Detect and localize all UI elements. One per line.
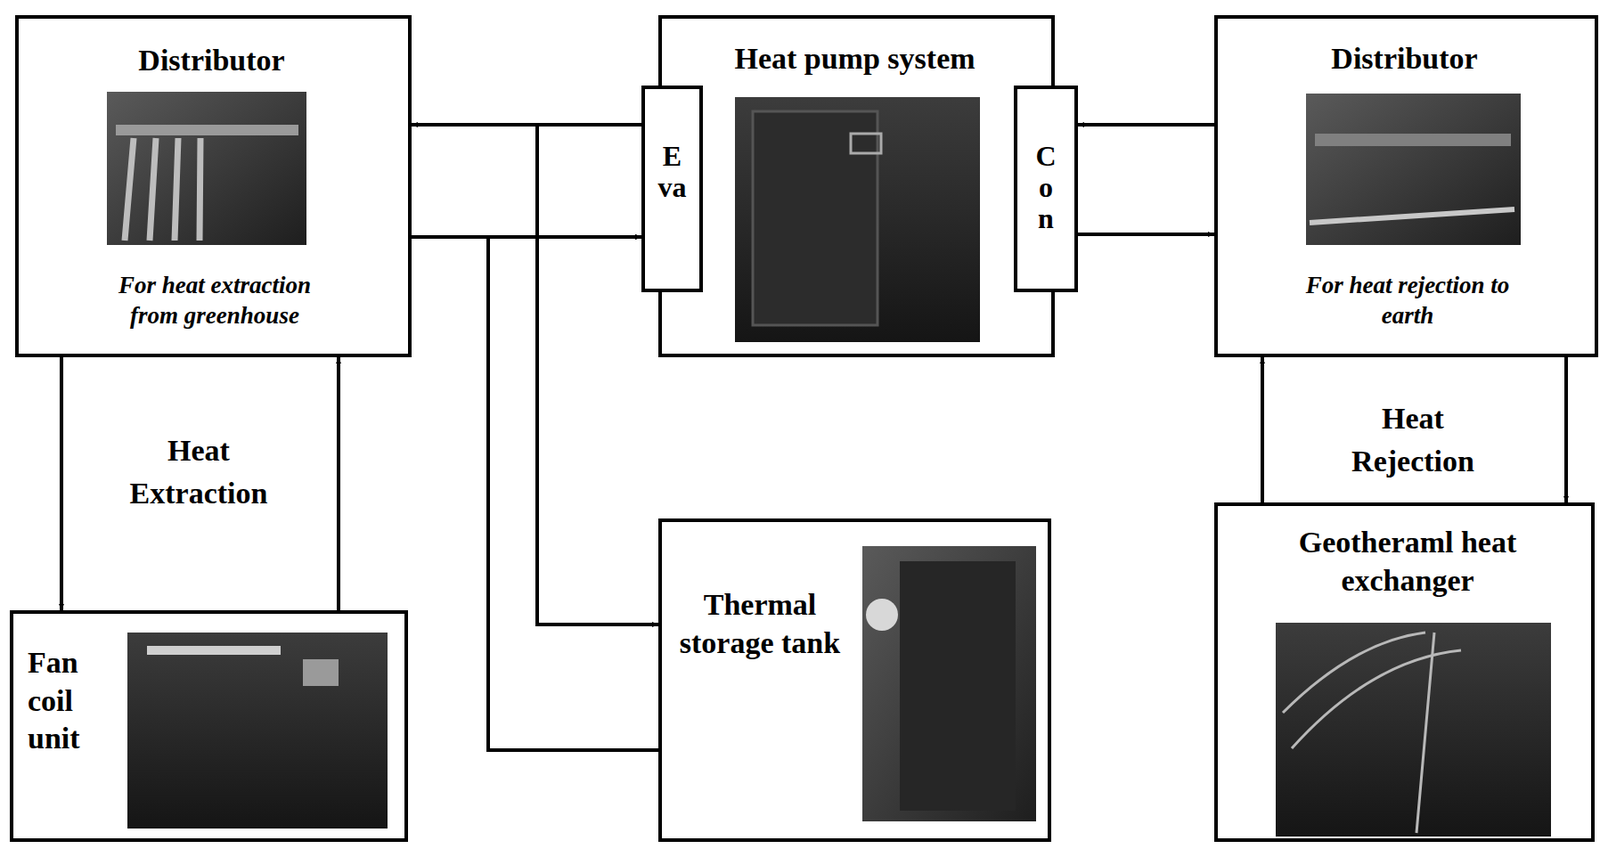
fan-coil-photo <box>127 632 388 829</box>
flow-label: Heat Rejection <box>1323 397 1503 482</box>
distributor-box: DistributorFor heat rejection to earth <box>1214 15 1599 358</box>
distributor-photo <box>106 91 307 245</box>
heat-pump-photo <box>734 97 980 343</box>
tank-box: Thermal storage tank <box>658 518 1052 842</box>
node-subtitle: For heat rejection to earth <box>1296 270 1519 332</box>
node-title: Distributor <box>18 41 405 81</box>
flow-arrow <box>1564 357 1568 503</box>
flow-arrow <box>1077 122 1215 127</box>
node-title: Con <box>1031 140 1061 236</box>
flow-arrow <box>1260 357 1265 503</box>
tank-photo <box>862 546 1037 822</box>
distributor-box: DistributorFor heat extraction from gree… <box>15 15 412 358</box>
flow-arrow <box>537 124 659 625</box>
node-title: Thermal storage tank <box>670 586 849 662</box>
condenser-box: Con <box>1013 85 1078 293</box>
fan-coil-box: Fan coil unit <box>9 610 409 842</box>
flow-arrow <box>59 357 64 611</box>
evaporator-box: Eva <box>641 85 703 293</box>
flow-label: Heat Extraction <box>105 429 293 515</box>
flow-arrow <box>336 357 341 611</box>
node-subtitle: For heat extraction from greenhouse <box>103 270 327 332</box>
geothermal-box: Geotheraml heat exchanger <box>1214 502 1595 842</box>
flow-arrow <box>1077 232 1215 237</box>
heat-pump-box: EvaConHeat pump system <box>658 15 1055 358</box>
node-title: Geotheraml heat exchanger <box>1296 523 1519 600</box>
node-title: Fan coil unit <box>27 644 117 759</box>
geothermal-photo <box>1275 622 1552 837</box>
distributor-photo <box>1306 93 1521 245</box>
node-title: Eva <box>658 140 687 204</box>
node-title: Heat pump system <box>661 40 1048 79</box>
node-title: Distributor <box>1217 40 1592 79</box>
flow-arrow <box>488 236 659 751</box>
